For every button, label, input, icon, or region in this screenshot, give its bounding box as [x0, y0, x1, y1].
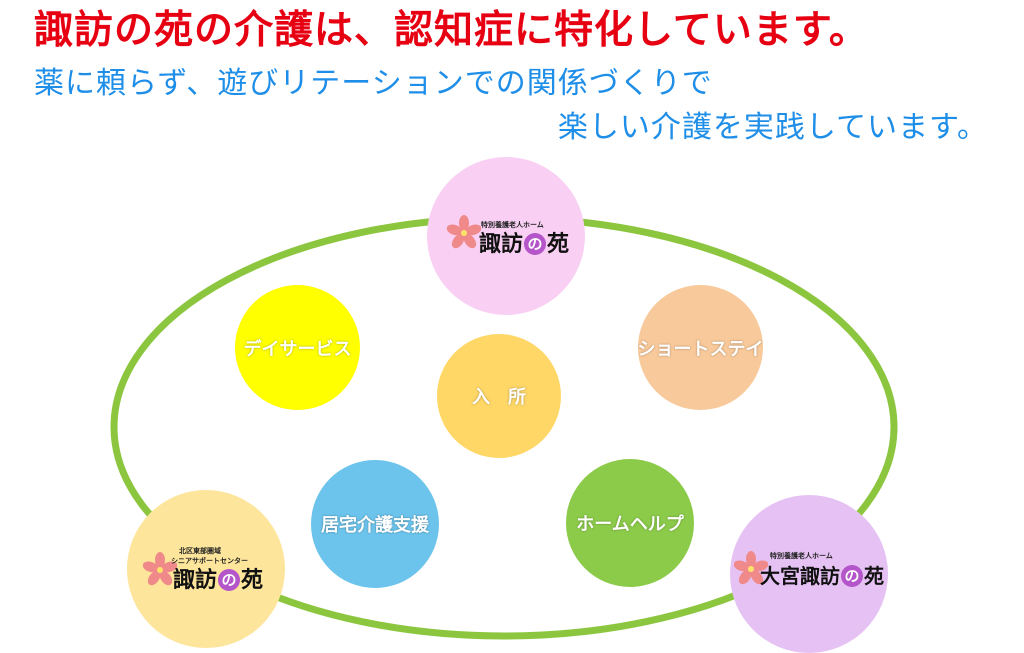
cherry-blossom-icon: [734, 551, 768, 585]
service-day-service[interactable]: デイサービス: [235, 285, 360, 410]
facility-caption: 特別養護老人ホーム: [481, 221, 544, 229]
facility-caption: 特別養護老人ホーム: [770, 552, 833, 560]
facility-caption-line2: シニアサポートセンター: [171, 557, 248, 565]
facility-caption-line1: 北区東部圏域: [179, 547, 221, 555]
service-short-stay[interactable]: ショートステイ: [638, 285, 764, 410]
service-care-support[interactable]: 居宅介護支援: [311, 460, 439, 588]
facility-name: 諏訪の苑: [173, 568, 264, 593]
subline-1: 薬に頼らず、遊びリテーションでの関係づくりで: [34, 66, 713, 101]
facility-name: 大宮諏訪の苑: [760, 564, 884, 588]
headline: 諏訪の苑の介護は、認知症に特化しています。: [34, 8, 869, 53]
service-home-help[interactable]: ホームヘルプ: [566, 459, 694, 587]
cherry-blossom-icon: [447, 215, 481, 249]
facility-name: 諏訪の苑: [479, 232, 570, 257]
facility-omiya-suwanoen[interactable]: 特別養護老人ホーム 大宮諏訪の苑: [730, 495, 888, 653]
service-residential[interactable]: 入 所: [437, 334, 561, 458]
subline-2: 楽しい介護を実践しています。: [557, 110, 988, 145]
facility-suwanoen[interactable]: 特別養護老人ホーム 諏訪の苑: [427, 157, 585, 315]
cherry-blossom-icon: [143, 552, 177, 586]
facility-senior-support-center[interactable]: 北区東部圏域 シニアサポートセンター 諏訪の苑: [127, 490, 285, 648]
